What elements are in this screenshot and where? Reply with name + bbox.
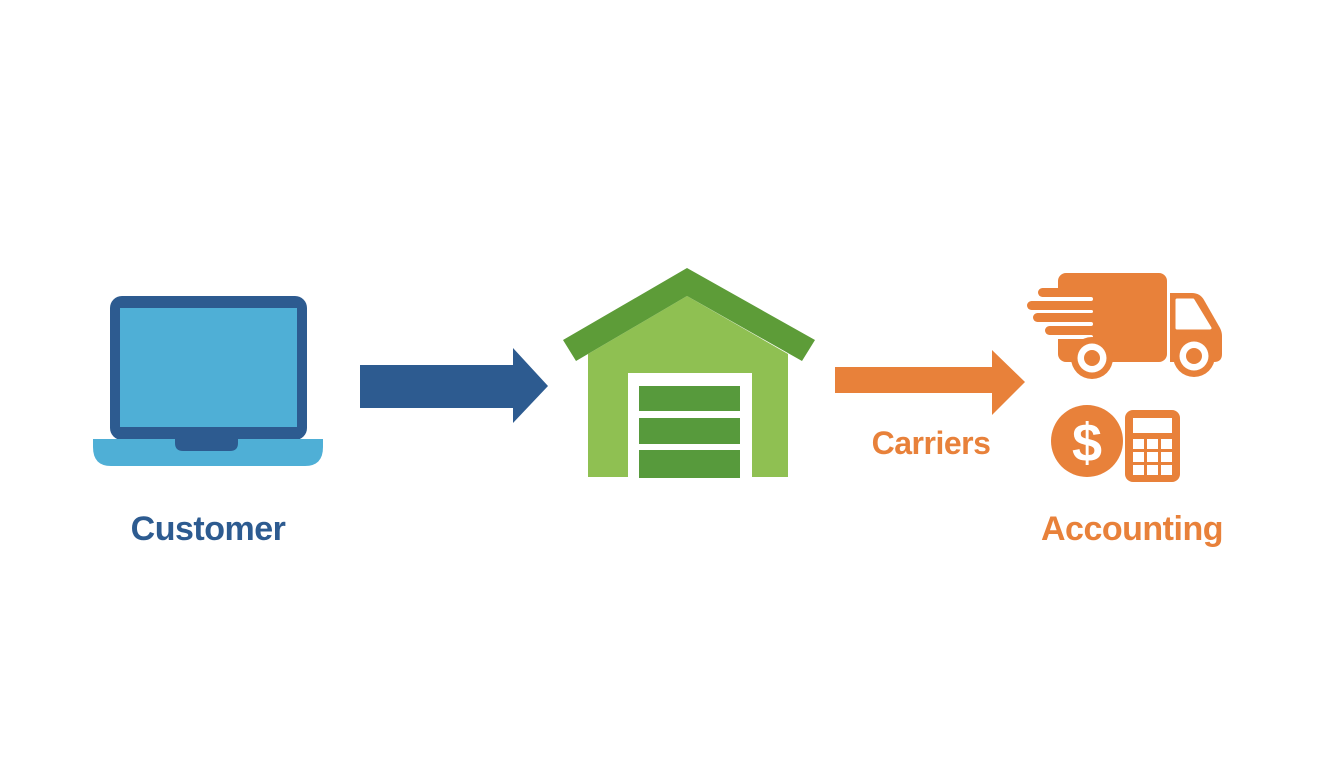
arrow-customer-to-warehouse-icon: [360, 348, 548, 423]
blue-arrow-shape: [360, 348, 548, 423]
arrow-warehouse-to-carriers-icon: [835, 350, 1025, 415]
truck-front-wheel: [1173, 335, 1215, 377]
laptop-notch: [175, 439, 238, 451]
laptop-icon: [93, 296, 323, 466]
money-calculator-icon: $: [1051, 405, 1180, 482]
warehouse-icon: [563, 268, 815, 478]
dollar-sign: $: [1072, 413, 1102, 473]
customer-label: Customer: [130, 510, 286, 548]
garage-door-slats: [639, 386, 740, 478]
dollar-coin: [1051, 405, 1123, 477]
truck-icon: [1027, 273, 1222, 379]
truck-rear-wheel: [1071, 337, 1113, 379]
speed-line-gaps: [1034, 297, 1093, 339]
accounting-label: Accounting: [1041, 510, 1223, 548]
calculator-buttons: [1133, 439, 1172, 475]
carriers-label: Carriers: [871, 425, 991, 461]
laptop-screen: [120, 308, 297, 427]
truck-window: [1175, 298, 1212, 330]
warehouse-roof: [563, 268, 815, 361]
calculator-screen: [1133, 418, 1172, 433]
orange-arrow-shape: [835, 350, 1025, 415]
speed-lines: [1027, 288, 1093, 335]
laptop-base: [93, 439, 323, 466]
